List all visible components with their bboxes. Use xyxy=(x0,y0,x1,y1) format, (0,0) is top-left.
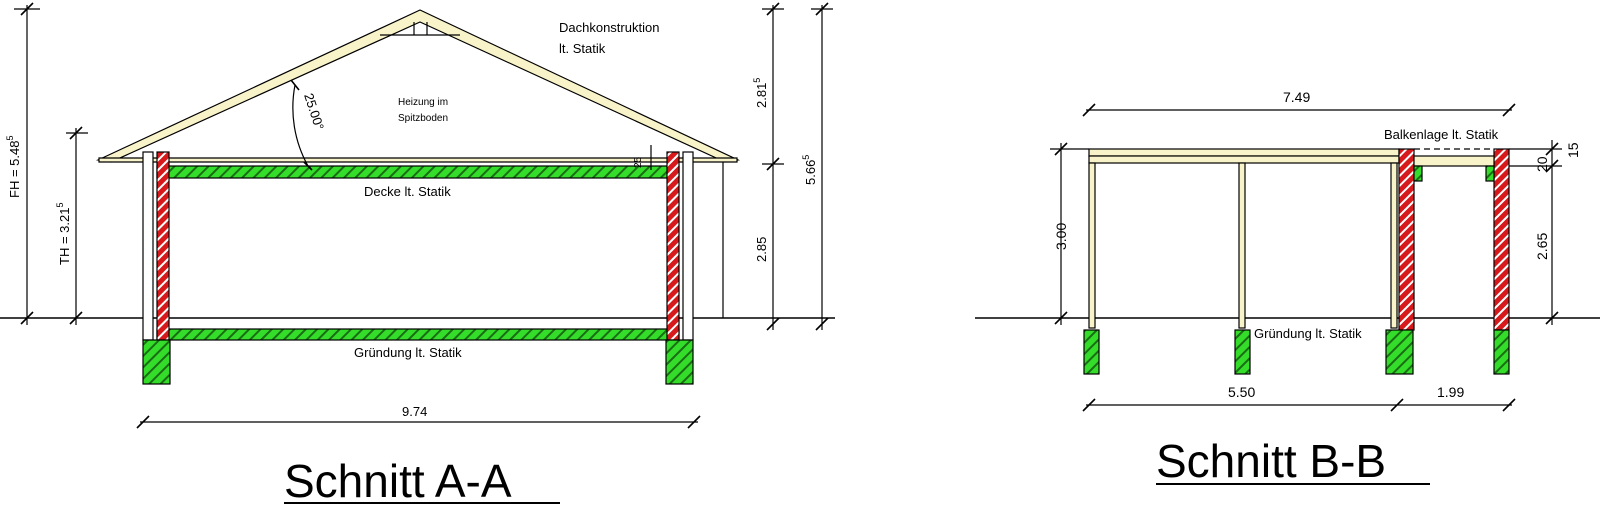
ceiling-slab xyxy=(156,165,680,179)
wall-right-inner xyxy=(666,151,680,341)
tick xyxy=(136,415,150,429)
roof-label-line1: Dachkonstruktion xyxy=(559,20,659,35)
tick xyxy=(1545,311,1559,325)
foundation-b-4 xyxy=(1493,329,1510,375)
tick xyxy=(815,317,829,331)
top-offset-label: 15 xyxy=(1565,142,1581,158)
eaves-height-label: TH = 3.215 xyxy=(55,203,72,265)
roof-angle-tick-2 xyxy=(303,161,313,171)
roof-angle-arc xyxy=(292,84,309,167)
tick xyxy=(1502,103,1516,117)
overall-width-label: 7.49 xyxy=(1283,89,1310,105)
tick xyxy=(1082,398,1096,412)
eaves-height-value: TH = 3.21 xyxy=(57,208,72,265)
foundation-b-1 xyxy=(1083,329,1100,375)
ceiling-edge-left xyxy=(1413,165,1423,182)
total-height-sup: 5 xyxy=(801,155,811,160)
foundation-b-2 xyxy=(1234,329,1251,375)
tick xyxy=(687,415,701,429)
foundation-b-3 xyxy=(1385,329,1414,375)
roof-label-line2: lt. Statik xyxy=(559,41,606,56)
carport-roof-beam xyxy=(1088,155,1400,164)
room-ceiling-beam xyxy=(1413,155,1495,167)
ceiling-edge-right xyxy=(1485,165,1495,182)
carport-height-label: 3.00 xyxy=(1053,223,1069,250)
foundation-right xyxy=(665,339,694,385)
ridge-height-sup: 5 xyxy=(5,136,15,141)
storey-height-label: 2.85 xyxy=(754,237,769,262)
width-label-a: 9.74 xyxy=(402,404,427,419)
total-height-label: 5.665 xyxy=(801,155,818,185)
room-wall-right xyxy=(1493,148,1510,331)
roof-height-value: 2.81 xyxy=(754,83,769,108)
tick xyxy=(1390,398,1404,412)
ceiling-label: Decke lt. Statik xyxy=(364,184,451,199)
carport-roof-top xyxy=(1088,148,1400,157)
floor-slab xyxy=(156,328,680,341)
foundation-left xyxy=(142,339,171,385)
roof-height-sup: 5 xyxy=(752,78,762,83)
total-height-value: 5.66 xyxy=(803,160,818,185)
wall-left-outer xyxy=(142,151,154,341)
beam-label: Balkenlage lt. Statik xyxy=(1384,127,1499,142)
beam-height-label: 20 xyxy=(1534,156,1550,172)
ridge-height-value: FH = 5.48 xyxy=(7,141,22,198)
ceiling-offset-label: 25 xyxy=(633,156,644,168)
roof-angle-label: 25.00° xyxy=(301,91,327,132)
tick xyxy=(1502,398,1516,412)
tick xyxy=(1082,103,1096,117)
carport-post-right xyxy=(1390,162,1398,329)
span-right-label: 1.99 xyxy=(1437,384,1464,400)
attic-label-line2: Spitzboden xyxy=(398,113,448,124)
wall-left-inner xyxy=(156,151,170,341)
roof-angle-tick-1 xyxy=(290,79,300,91)
ridge-height-label: FH = 5.485 xyxy=(5,136,22,198)
tick xyxy=(1054,311,1068,325)
attic-label-line1: Heizung im xyxy=(398,97,448,108)
tick xyxy=(69,311,83,325)
tick xyxy=(766,317,780,331)
carport-post-left xyxy=(1088,162,1096,329)
section-b-drawing: 7.49 Balkenlage lt. Statik Gründung lt. … xyxy=(975,89,1600,487)
room-height-label: 2.65 xyxy=(1534,233,1550,260)
section-a-title: Schnitt A-A xyxy=(284,455,512,507)
room-wall-left xyxy=(1398,148,1415,331)
tick xyxy=(20,311,34,325)
foundation-label-b: Gründung lt. Statik xyxy=(1254,326,1362,341)
wall-right-outer xyxy=(682,151,694,341)
eaves-line xyxy=(98,157,738,163)
roof-height-label: 2.815 xyxy=(752,78,769,108)
span-left-label: 5.50 xyxy=(1228,384,1255,400)
foundation-label-a: Gründung lt. Statik xyxy=(354,345,462,360)
section-b-title: Schnitt B-B xyxy=(1156,435,1386,487)
eaves-height-sup: 5 xyxy=(55,203,65,208)
carport-post-middle xyxy=(1238,162,1246,329)
section-a-drawing: Dachkonstruktion lt. Statik Heizung im S… xyxy=(0,2,835,507)
